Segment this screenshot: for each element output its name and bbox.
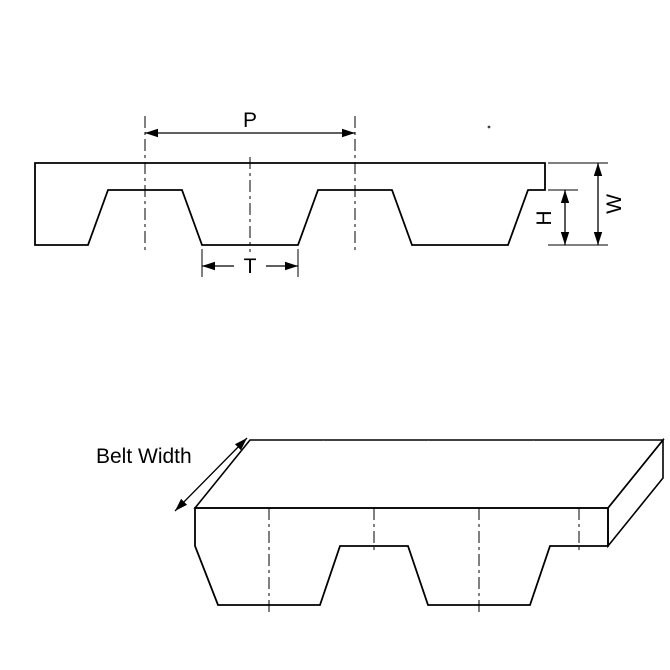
belt-width-label: Belt Width [96, 445, 192, 468]
dimension-tooth-width: T [201, 249, 299, 278]
dimension-thickness: W [548, 162, 626, 245]
belt-end-face [607, 437, 664, 549]
belt-perspective-view: Belt Width [96, 437, 665, 613]
belt-profile-shape [34, 162, 546, 246]
thickness-label: W [603, 194, 626, 214]
tooth-height-label: H [533, 210, 556, 225]
belt-top-surface [193, 439, 665, 509]
dimension-belt-width: Belt Width [96, 437, 248, 512]
top-surface-tick-1 [300, 440, 325, 470]
top-surface-tick-2 [405, 440, 430, 470]
belt-cross-section-view: P T H W [34, 109, 626, 278]
pitch-label: P [243, 109, 257, 132]
print-speck [487, 125, 491, 129]
belt-front-face [194, 507, 609, 606]
dimension-tooth-height: H [533, 189, 608, 246]
top-surface-tick-3 [510, 440, 535, 470]
tooth-width-label: T [244, 255, 257, 278]
dimension-pitch: P [145, 109, 355, 138]
